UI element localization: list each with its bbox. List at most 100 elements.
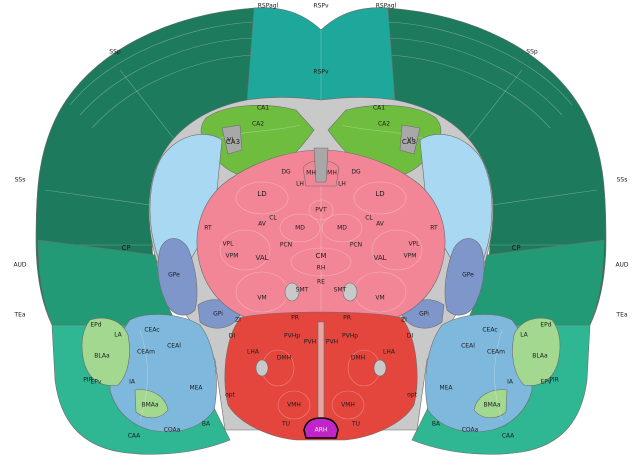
fornix-right	[373, 359, 387, 377]
label-vpm-left: VPM	[226, 253, 239, 260]
label-vm-right: VM	[375, 295, 384, 302]
label-bma-right: BMAa	[483, 402, 500, 409]
label-coa-left: COAa	[164, 427, 181, 434]
third-ventricle	[313, 147, 329, 183]
label-rspagl-right: RSPagl	[376, 3, 397, 10]
bla-right	[512, 317, 561, 386]
label-smt-left: SMT	[296, 287, 309, 294]
lateral-ventricle-left	[221, 124, 243, 155]
label-coa-right: COAa	[462, 427, 479, 434]
label-pvhp-left: PVHp	[284, 333, 300, 340]
label-gpi-right: GPi	[419, 311, 429, 318]
label-ca2-right: CA2	[378, 121, 390, 128]
label-rt-left: RT	[204, 225, 212, 232]
label-aud-left: AUD	[13, 262, 26, 269]
label-cl-right: CL	[365, 215, 373, 222]
label-ia-right: IA	[507, 379, 514, 386]
label-vl-right: VL	[407, 137, 415, 144]
label-av-left: AV	[258, 221, 267, 228]
label-ca3-right: CA3	[402, 138, 416, 146]
label-rspv-top: RSPv	[313, 3, 329, 10]
bma-right	[473, 389, 508, 419]
mtt-left	[284, 282, 300, 302]
label-cl-left: CL	[269, 215, 277, 222]
label-ca1-left: CA1	[257, 105, 269, 112]
label-bla-right: BLAa	[532, 353, 548, 360]
label-pvhp-right: PVHp	[342, 333, 358, 340]
label-dmh-right: DMH	[351, 355, 365, 362]
label-di-left: DI	[229, 333, 236, 340]
label-gpe-right: GPe	[462, 272, 474, 279]
label-gpe-left: GPe	[168, 272, 180, 279]
label-pir-right: PIR	[549, 377, 559, 384]
label-rt-right: RT	[430, 225, 438, 232]
label-tea-left: TEa	[13, 312, 25, 319]
label-sss-left: SSs	[15, 177, 26, 184]
label-caa-right: CAA	[502, 433, 515, 440]
label-ld-left: LD	[257, 190, 266, 198]
label-zi-left: ZI	[235, 317, 241, 324]
label-rh: RH	[317, 265, 326, 272]
label-md-right: MD	[337, 225, 347, 232]
label-ceal-right: CEAl	[461, 343, 475, 350]
label-ceal-left: CEAl	[167, 343, 181, 350]
label-pr-right: PR	[343, 315, 351, 322]
label-epd-right: EPd	[540, 322, 551, 329]
label-ssp-right: SSp	[526, 49, 538, 56]
label-ssp-left: SSp	[109, 49, 121, 56]
label-cm: CM	[316, 252, 327, 260]
label-val-left: VAL	[255, 254, 268, 262]
label-pir-left: PIR	[83, 377, 93, 384]
label-ceac-right: CEAc	[482, 327, 497, 334]
bla-left	[81, 317, 130, 386]
mtt-right	[342, 282, 358, 302]
fornix-left	[255, 359, 269, 377]
label-vmh-right: VMH	[341, 402, 355, 409]
label-val-right: VAL	[373, 254, 386, 262]
label-bla-left: BLAa	[94, 353, 110, 360]
label-aud-right: AUD	[615, 262, 628, 269]
label-ca2-left: CA2	[252, 121, 264, 128]
lateral-ventricle-right	[399, 124, 421, 155]
label-tu-left: TU	[281, 421, 290, 428]
label-vm-left: VM	[257, 295, 266, 302]
label-pvt: PVT	[315, 207, 327, 214]
label-la-right: LA	[520, 332, 528, 339]
label-vpl-right: VPL	[408, 241, 420, 248]
bma-left	[134, 389, 169, 419]
label-md-left: MD	[295, 225, 305, 232]
label-tea-right: TEa	[615, 312, 627, 319]
label-lh-right: LH	[338, 181, 346, 188]
label-vl-left: VL	[227, 137, 235, 144]
label-gpi-left: GPi	[213, 311, 223, 318]
region-labels: RSPagl RSPv RSPagl RSPv SSp SSp SSs SSs …	[13, 3, 629, 440]
label-pvh-right: PVH	[326, 339, 338, 346]
label-ca3-left: CA3	[226, 138, 240, 146]
label-epv-right: EPv	[541, 379, 552, 386]
label-dmh-left: DMH	[277, 355, 291, 362]
label-pvh-left: PVH	[304, 339, 316, 346]
label-ld-right: LD	[375, 190, 384, 198]
label-ceam-right: CEAm	[487, 349, 505, 356]
label-la-left: LA	[114, 332, 122, 339]
label-ceam-left: CEAm	[137, 349, 155, 356]
label-ceac-left: CEAc	[144, 327, 159, 334]
label-vpl-left: VPL	[222, 241, 234, 248]
label-arh: ARH	[315, 427, 328, 434]
label-pcn-left: PCN	[280, 242, 292, 249]
globus-pallidus-right	[444, 238, 485, 316]
label-mh-left: MH	[306, 170, 316, 177]
label-epv-left: EPv	[91, 379, 102, 386]
label-cp-right: CP	[511, 244, 520, 252]
label-sss-right: SSs	[617, 177, 628, 184]
label-caa-left: CAA	[128, 433, 141, 440]
label-cp-left: CP	[121, 244, 130, 252]
label-di-right: DI	[407, 333, 414, 340]
label-smt-right: SMT	[334, 287, 347, 294]
label-ba-right: BA	[432, 421, 441, 428]
label-dg-right: DG	[351, 169, 361, 176]
label-mh-right: MH	[327, 170, 337, 177]
label-dg-left: DG	[281, 169, 291, 176]
label-epd-left: EPd	[90, 322, 101, 329]
